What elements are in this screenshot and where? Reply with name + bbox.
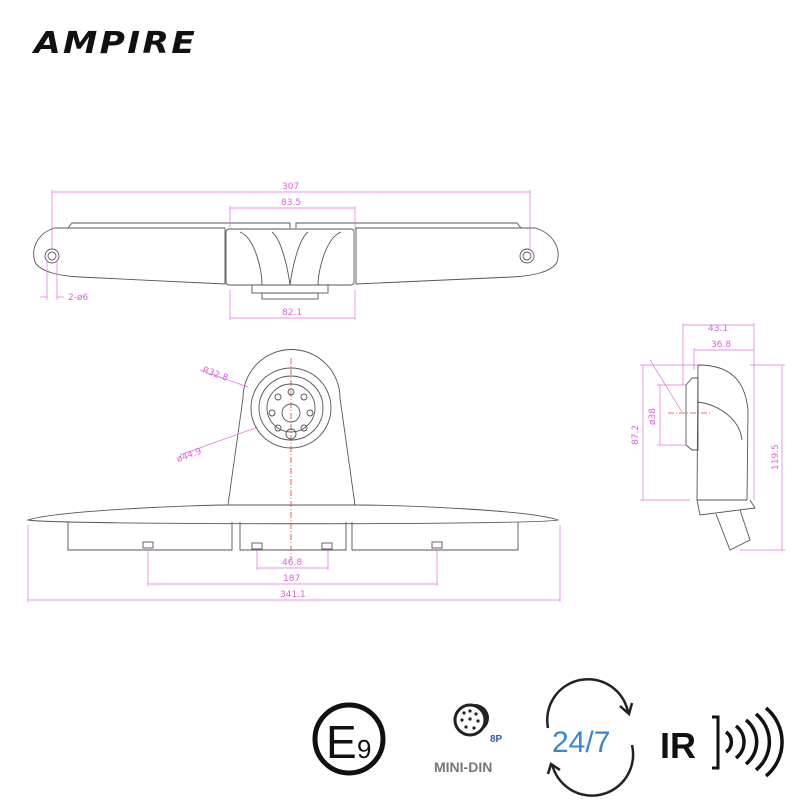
dim-r32-8: R32.8	[201, 365, 229, 383]
dim-d38: ø38	[648, 408, 658, 425]
operation-247-badge: 24/7	[546, 677, 635, 797]
ir-waves-icon	[724, 706, 784, 778]
connector-pins: 8P	[490, 734, 503, 745]
dim-2-d6: 2-ø6	[68, 293, 88, 303]
mini-din-badge: 8P MINI-DIN	[434, 703, 503, 775]
dim-82-1: 82.1	[282, 308, 302, 318]
infrared-text: IR	[660, 725, 696, 766]
dim-43-1: 43.1	[708, 324, 728, 334]
infrared-badge: IR	[660, 706, 784, 778]
dim-341-1: 341.1	[280, 590, 306, 600]
dim-187: 187	[283, 574, 300, 584]
side-view: 43.1 36.8 ø38 87.2 119.5	[631, 323, 785, 551]
dim-87-2: 87.2	[631, 425, 641, 445]
dim-83-5: 83.5	[281, 198, 301, 208]
operation-text: 24/7	[552, 726, 610, 759]
e-mark-number: 9	[357, 734, 371, 764]
ampire-logo: AMPIRE	[34, 26, 198, 61]
e-mark-badge: E 9	[312, 702, 386, 776]
connector-pins-icon	[460, 709, 480, 730]
connector-label: MINI-DIN	[434, 759, 492, 775]
dim-119-5: 119.5	[771, 444, 781, 470]
dim-307: 307	[282, 182, 299, 192]
top-view: 307 83.5 82.1 2-ø6	[33, 182, 559, 320]
dim-36-8: 36.8	[711, 340, 731, 350]
dim-d44-9: ø44.9	[176, 447, 204, 465]
front-view: R32.8 ø44.9 46.8 187 341.1	[26, 349, 561, 602]
e-mark-letter: E	[326, 716, 357, 768]
dim-46-8: 46.8	[282, 558, 302, 568]
